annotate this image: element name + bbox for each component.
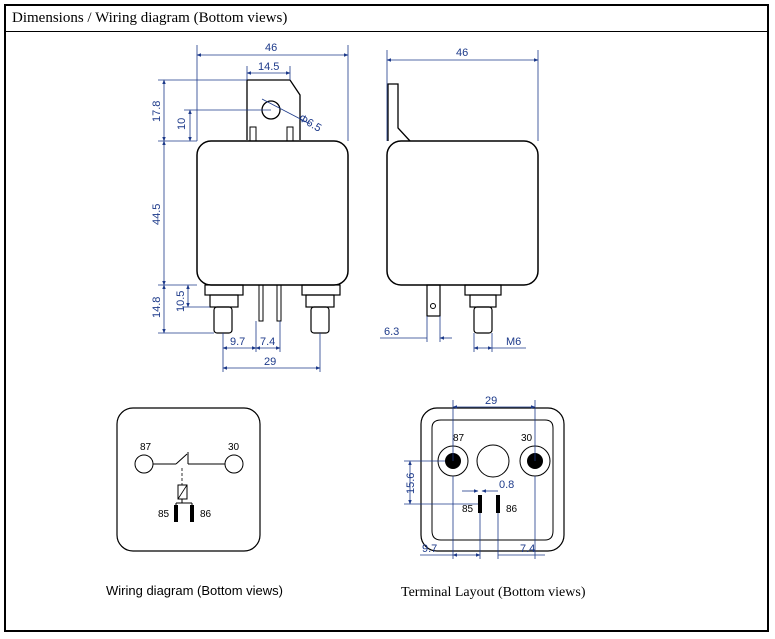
terminal-label-30: 30 — [521, 433, 533, 444]
terminal-center-boss — [476, 444, 510, 478]
wiring-diagram: 87 30 85 86 Wiring diagram (Bottom views… — [106, 407, 283, 598]
front-tab-height-label: 17.8 — [151, 101, 163, 122]
terminal-outer-outline — [420, 407, 565, 552]
side-relay-body — [386, 140, 539, 286]
wiring-terminal-87 — [134, 454, 154, 474]
wiring-outline — [116, 407, 261, 552]
terminal-pin-85 — [478, 495, 482, 513]
wiring-label-30: 30 — [228, 442, 240, 453]
side-mounting-tab — [387, 83, 411, 142]
side-thread-label: M6 — [506, 336, 521, 348]
front-width-label: 46 — [265, 42, 277, 54]
wiring-terminal-30 — [224, 454, 244, 474]
front-pitch-b-label: 7.4 — [260, 336, 275, 348]
terminal-pitch-total-label: 29 — [485, 395, 497, 407]
header-title: Dimensions / Wiring diagram (Bottom view… — [12, 10, 288, 26]
wiring-label-87: 87 — [140, 442, 152, 453]
wiring-label-86: 86 — [200, 509, 212, 520]
wiring-caption: Wiring diagram (Bottom views) — [106, 583, 283, 598]
side-stud — [473, 306, 493, 334]
front-terminal-height-label: 14.8 — [151, 297, 163, 318]
front-pitch-total-label: 29 — [264, 356, 276, 368]
drawing-frame — [4, 4, 769, 632]
terminal-height-label: 15.6 — [405, 473, 417, 494]
front-body-height-label: 44.5 — [151, 204, 163, 225]
front-view: 46 14.5 17.8 10 Φ6.5 44.5 14.8 10.5 9.7 … — [151, 42, 349, 372]
terminal-layout: 29 15.6 0.8 9.7 7.4 87 30 85 86 Terminal… — [401, 395, 586, 600]
wiring-contact-arm — [175, 453, 188, 465]
side-blade — [426, 284, 441, 317]
wiring-terminal-85 — [174, 505, 178, 522]
terminal-pitch-b-label: 7.4 — [520, 543, 535, 555]
wiring-terminal-86 — [190, 505, 194, 522]
terminal-label-85: 85 — [462, 504, 474, 515]
terminal-label-87: 87 — [453, 433, 465, 444]
front-stud-30 — [310, 306, 330, 334]
front-hole-offset-label: 10 — [176, 118, 188, 130]
wiring-label-85: 85 — [158, 509, 170, 520]
side-terminal-width-label: 6.3 — [384, 326, 399, 338]
front-relay-body — [196, 140, 349, 286]
terminal-pin-86 — [496, 495, 500, 513]
front-stud-87 — [213, 306, 233, 334]
terminal-pitch-a-label: 9.7 — [422, 543, 437, 555]
header-bar: Dimensions / Wiring diagram (Bottom view… — [4, 6, 769, 32]
terminal-gap-label: 0.8 — [499, 479, 514, 491]
front-pitch-a-label: 9.7 — [230, 336, 245, 348]
front-stud-height-label: 10.5 — [175, 291, 187, 312]
front-tab-width-label: 14.5 — [258, 61, 279, 73]
terminal-inner-outline — [431, 419, 554, 541]
terminal-label-86: 86 — [506, 504, 518, 515]
side-width-label: 46 — [456, 47, 468, 59]
terminal-caption: Terminal Layout (Bottom views) — [401, 585, 586, 600]
side-view: 46 6.3 M6 — [380, 47, 539, 352]
